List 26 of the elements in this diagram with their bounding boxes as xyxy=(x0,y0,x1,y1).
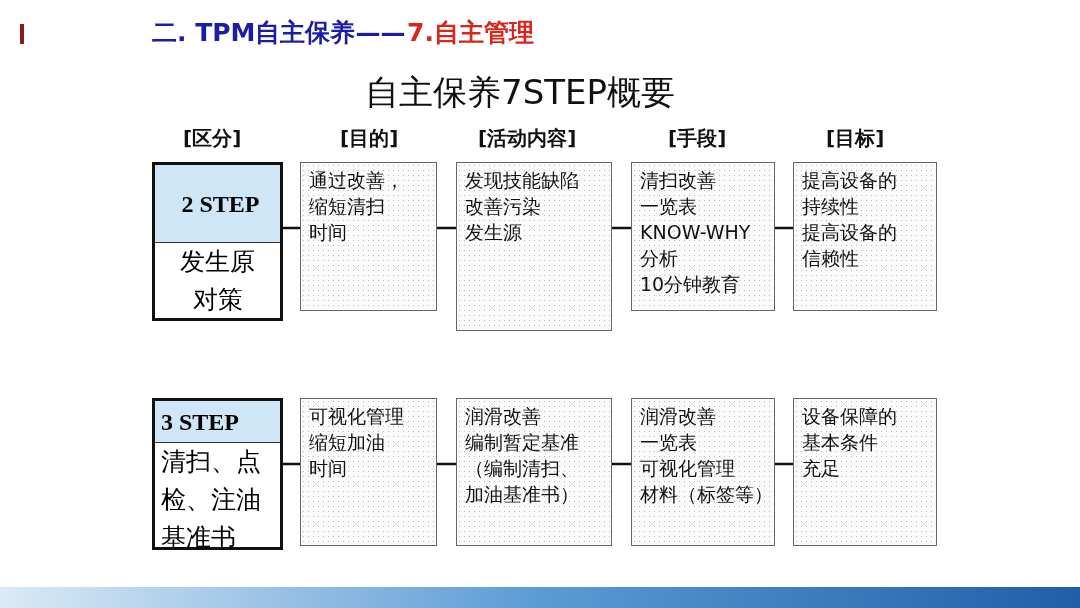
column-header: [手段] xyxy=(668,125,727,152)
section-title: 7.自主管理 xyxy=(407,17,534,49)
column-header: [目的] xyxy=(340,125,399,152)
column-header: [区分] xyxy=(183,125,242,152)
section-title: 二. TPM自主保养—— xyxy=(152,17,406,49)
step-header: 2 STEP xyxy=(155,165,280,243)
connector-line xyxy=(612,226,631,230)
connector-line xyxy=(437,226,456,230)
column-header: [目标] xyxy=(826,125,885,152)
step-description: 清扫、点检、注油基准书 xyxy=(160,446,262,554)
process-box: 设备保障的 基本条件 充足 xyxy=(793,398,937,546)
process-box: 清扫改善 一览表 KNOW-WHY 分析 10分钟教育 xyxy=(631,162,775,311)
process-box: 发现技能缺陷 改善污染 发生源 xyxy=(456,162,612,331)
step-description: 发生原对策 xyxy=(179,246,256,316)
connector-line xyxy=(612,462,631,466)
process-box: 润滑改善 一览表 可视化管理 材料（标签等） xyxy=(631,398,775,546)
process-box: 通过改善， 缩短清扫 时间 xyxy=(300,162,437,311)
step-header: 3 STEP xyxy=(155,401,280,443)
step-box xyxy=(152,398,283,550)
process-box: 提高设备的 持续性 提高设备的 信赖性 xyxy=(793,162,937,311)
process-box: 可视化管理 缩短加油 时间 xyxy=(300,398,437,546)
process-box: 润滑改善 编制暂定基准 （编制清扫、 加油基准书） xyxy=(456,398,612,546)
heading: 自主保养7STEP概要 xyxy=(365,71,675,114)
step-box xyxy=(152,162,283,321)
column-header: [活动内容] xyxy=(478,125,577,152)
connector-line xyxy=(437,462,456,466)
